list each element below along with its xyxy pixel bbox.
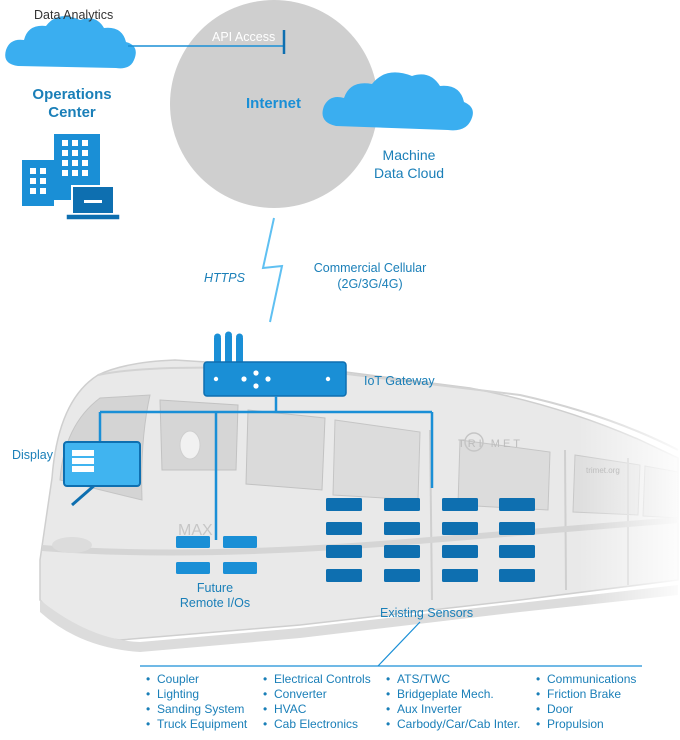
sensor-list-column-4: Communications Friction Brake Door Propu… <box>536 672 636 732</box>
operations-center-icon <box>22 134 121 221</box>
sensor-item: Electrical Controls <box>263 672 371 687</box>
network-bus <box>98 396 434 540</box>
data-analytics-cloud <box>5 16 136 69</box>
api-access-label: API Access <box>212 30 276 44</box>
sensor-item: Communications <box>536 672 636 687</box>
sensor-item: Propulsion <box>536 717 636 732</box>
sensor-item: Cab Electronics <box>263 717 371 732</box>
cellular-link-bolt <box>261 217 284 323</box>
sensor-item: Bridgeplate Mech. <box>386 687 520 702</box>
future-remote-io-modules <box>176 536 257 574</box>
sensor-item: Truck Equipment <box>146 717 247 732</box>
machine-data-cloud <box>322 72 473 131</box>
display-label: Display <box>12 448 53 462</box>
sensor-list-column-3: ATS/TWC Bridgeplate Mech. Aux Inverter C… <box>386 672 520 732</box>
sensor-item: Aux Inverter <box>386 702 520 717</box>
train-max-label: MAX <box>178 522 213 539</box>
sensor-item: Sanding System <box>146 702 247 717</box>
train-url-label: trimet.org <box>586 466 620 475</box>
train-trimet-logo: TRI MET <box>458 438 523 450</box>
sensor-item: Converter <box>263 687 371 702</box>
sensor-item: Carbody/Car/Cab Inter. <box>386 717 520 732</box>
sensor-list-callout <box>140 621 642 667</box>
commercial-cellular-label: Commercial Cellular (2G/3G/4G) <box>313 261 427 291</box>
internet-label: Internet <box>246 95 302 112</box>
data-analytics-label: Data Analytics <box>34 8 114 22</box>
sensor-item: Door <box>536 702 636 717</box>
sensor-item: Friction Brake <box>536 687 636 702</box>
future-remote-ios-label: Future Remote I/Os <box>179 581 251 610</box>
operations-center-label: Operations Center <box>32 86 112 121</box>
sensor-item: ATS/TWC <box>386 672 520 687</box>
iot-gateway-label: IoT Gateway <box>364 374 435 388</box>
existing-sensors-label: Existing Sensors <box>380 606 474 620</box>
sensor-list-column-2: Electrical Controls Converter HVAC Cab E… <box>263 672 371 732</box>
sensor-item: HVAC <box>263 702 371 717</box>
sensor-item: Coupler <box>146 672 247 687</box>
https-label: HTTPS <box>204 271 245 285</box>
internet-sphere <box>170 0 378 208</box>
sensor-item: Lighting <box>146 687 247 702</box>
existing-sensors-grid <box>326 498 535 582</box>
display-device <box>63 441 141 507</box>
sensor-list-column-1: Coupler Lighting Sanding System Truck Eq… <box>146 672 247 732</box>
machine-data-cloud-label: Machine Data Cloud <box>373 147 445 181</box>
